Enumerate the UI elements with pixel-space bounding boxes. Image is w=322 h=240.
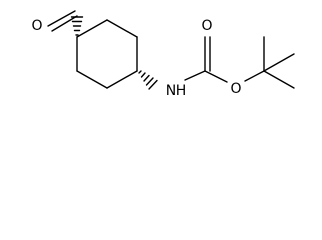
hydrogen-label: H bbox=[176, 83, 187, 99]
tert-butyl-group bbox=[263, 36, 295, 89]
n-c-bond bbox=[184, 70, 206, 81]
hash-line bbox=[138, 70, 142, 74]
hashed-wedge-aldehyde bbox=[70, 16, 84, 36]
carbamate-group: O O bbox=[184, 18, 265, 97]
hash-line bbox=[145, 77, 154, 86]
aldehyde-oxygen-label: O bbox=[31, 18, 42, 34]
tbu-methyl-right-bond bbox=[263, 53, 295, 72]
tbu-methyl-down-bond bbox=[263, 70, 295, 89]
amine-nh: N H bbox=[166, 83, 187, 99]
c-o-bond bbox=[204, 70, 228, 83]
ester-oxygen-label: O bbox=[230, 81, 241, 97]
ring-bond-2 bbox=[106, 19, 138, 38]
ring-bond-5 bbox=[76, 70, 108, 89]
o-c-bond bbox=[244, 70, 265, 82]
chemical-structure: O N H O O bbox=[29, 10, 295, 99]
hash-line bbox=[143, 74, 150, 82]
cyclohexane-ring bbox=[76, 19, 138, 89]
carbonyl-oxygen-label: O bbox=[201, 18, 212, 34]
hashed-wedge-amine bbox=[138, 70, 158, 90]
hash-line bbox=[148, 79, 158, 90]
nitrogen-label: N bbox=[166, 83, 176, 99]
aldehyde-group: O bbox=[29, 10, 78, 35]
aldehyde-double-bond-outer bbox=[51, 15, 78, 32]
ring-bond-1 bbox=[76, 19, 108, 38]
ring-bond-4 bbox=[106, 70, 138, 89]
aldehyde-double-bond-inner bbox=[47, 10, 76, 27]
hash-line bbox=[140, 72, 146, 78]
